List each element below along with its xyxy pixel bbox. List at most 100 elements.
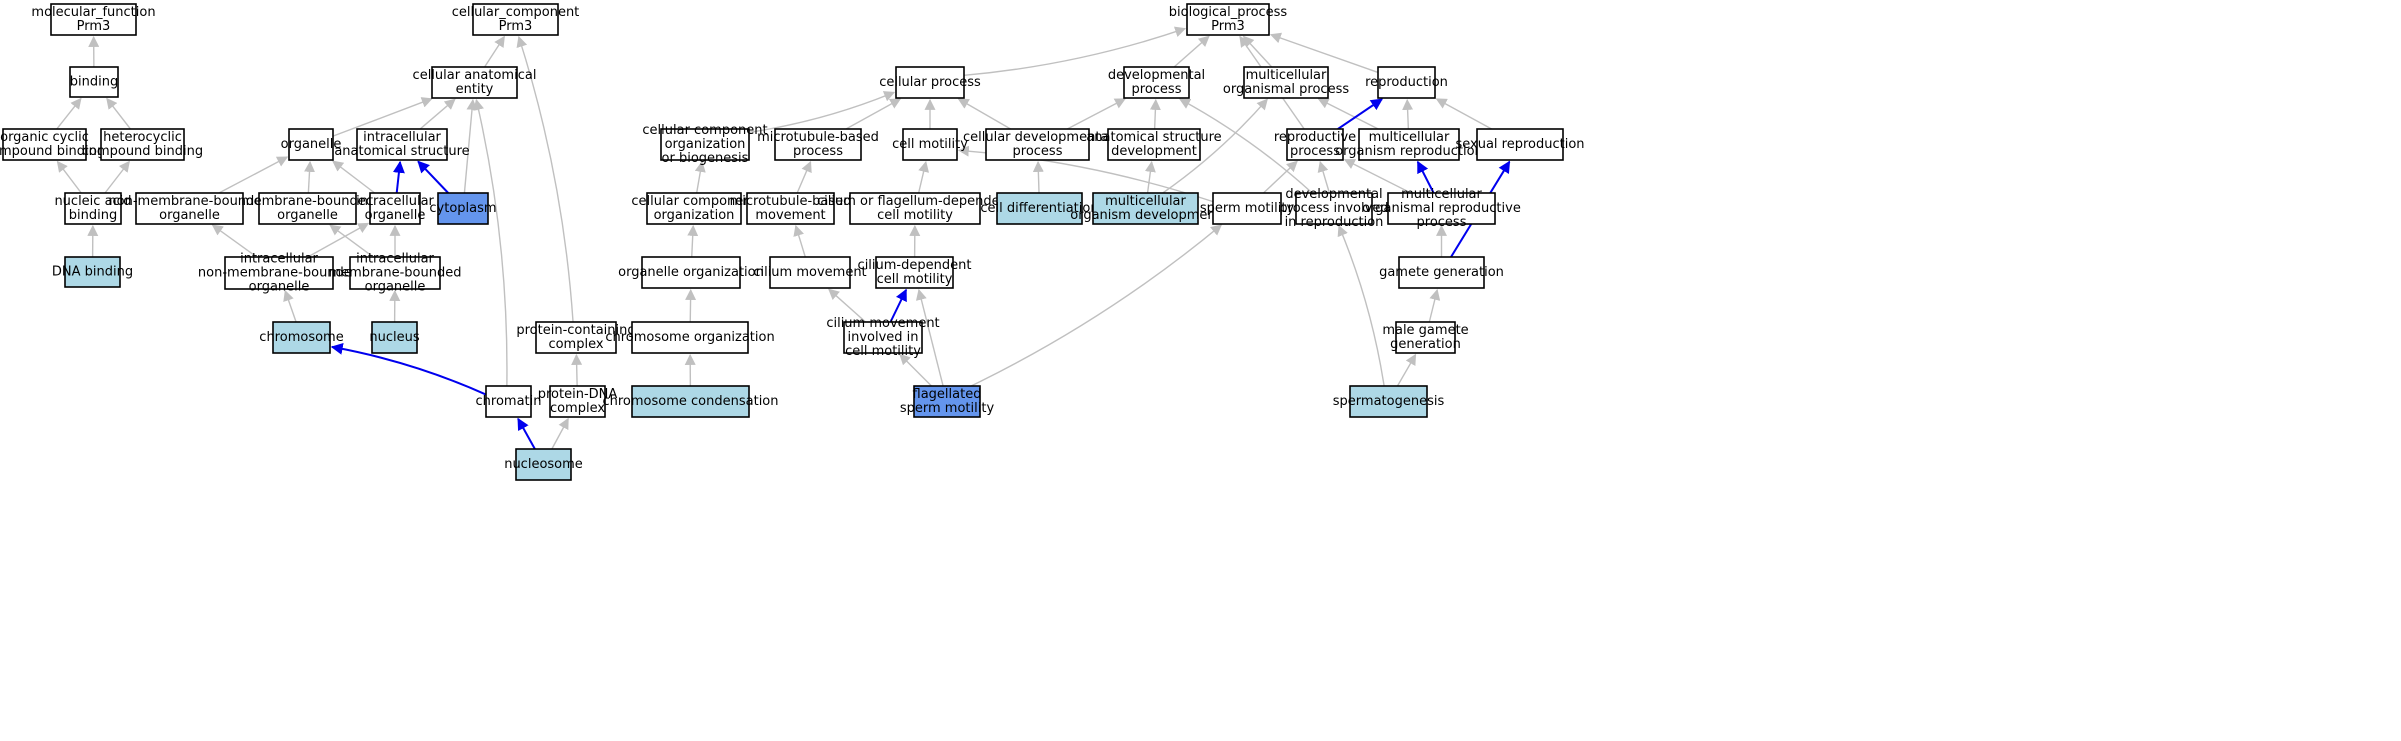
edge-io-to-ias: [392, 160, 405, 194]
edge-fsm-to-cmicm: [899, 353, 932, 387]
node-box: [843, 321, 923, 354]
node-chromosome: chromosome: [259, 321, 344, 354]
node-box: [100, 128, 185, 161]
node-label: compound binding: [0, 144, 105, 159]
node-label: movement: [755, 208, 825, 223]
node-box: [774, 128, 862, 161]
node-box: [1295, 192, 1373, 225]
node-box: [746, 192, 835, 225]
node-label: organization: [654, 208, 735, 223]
node-box: [631, 385, 750, 418]
edge-chromosome-to-inmbo: [283, 289, 297, 323]
node-label: complex: [550, 401, 605, 416]
node-box: [472, 3, 559, 36]
edge-layer: [56, 26, 1511, 450]
node-chromatin: chromatin: [476, 385, 542, 418]
edge-pcc-to-cc: [516, 35, 574, 323]
node-binding: binding: [69, 66, 119, 98]
node-box: [64, 256, 121, 288]
node-label: multicellular: [1105, 194, 1186, 209]
node-box: [224, 256, 334, 290]
node-label: organism development: [1070, 208, 1220, 223]
node-label: cell motility: [845, 344, 921, 359]
node-label: cell motility: [892, 137, 968, 152]
node-label: protein-DNA: [538, 387, 618, 402]
node-label: organism reproduction: [1335, 144, 1483, 159]
node-label: cilium or flagellum-dependent: [817, 194, 1013, 209]
edge-mod-to-mop: [1162, 98, 1268, 194]
node-label: Prm3: [1211, 19, 1245, 34]
edge-io-to-organelle: [332, 160, 376, 194]
node-label: membrane-bounded: [328, 266, 461, 281]
edge-nmbo-to-organelle: [218, 156, 289, 194]
node-box: [631, 321, 749, 354]
node-box: [646, 192, 742, 225]
node-label: process: [1132, 82, 1182, 97]
edge-asd-to-dp: [1149, 98, 1161, 130]
node-organelle: organelle: [281, 128, 341, 161]
node-label: compound binding: [82, 144, 203, 159]
node-box: [913, 385, 981, 418]
node-label: entity: [456, 82, 494, 97]
node-sm: sperm motility: [1200, 192, 1294, 225]
node-box: [431, 66, 518, 99]
node-cmov: cilium movement: [753, 256, 867, 289]
node-box: [485, 385, 532, 418]
edge-cytoplasm-to-ias: [417, 160, 449, 194]
node-label: development: [1111, 144, 1197, 159]
node-label: cilium-dependent: [858, 258, 972, 273]
node-box: [369, 192, 421, 225]
node-box: [371, 321, 418, 354]
node-box: [1286, 128, 1344, 161]
node-label: multicellular: [1369, 130, 1450, 145]
node-label: cellular_component: [452, 5, 580, 20]
edge-cmicm-to-cdcm: [889, 288, 908, 323]
node-label: gamete generation: [1379, 265, 1504, 280]
node-box: [549, 385, 606, 418]
node-label: cellular developmental: [963, 130, 1112, 145]
edge-cdp-to-dp: [1066, 98, 1126, 130]
edge-cytoplasm-to-cae: [463, 98, 478, 194]
node-label: binding: [70, 75, 118, 90]
edge-nab-to-ocb: [56, 160, 82, 194]
node-box: [895, 66, 965, 99]
node-label: multicellular: [1246, 68, 1327, 83]
node-label: or biogenesis: [662, 151, 749, 166]
edge-cae-to-cc: [484, 35, 505, 68]
node-label: Prm3: [77, 19, 111, 34]
edge-dp-to-bp: [1173, 35, 1210, 68]
node-box: [64, 192, 122, 225]
edge-sperm-to-mgg: [1396, 353, 1417, 387]
edge-pdna-to-pcc: [571, 353, 583, 387]
node-box: [50, 3, 137, 36]
node-label: intracellular: [240, 252, 318, 267]
node-label: reproductive: [1274, 130, 1356, 145]
node-label: anatomical structure: [1086, 130, 1221, 145]
node-box: [1358, 128, 1460, 161]
node-label: intracellular: [363, 130, 441, 145]
node-label: membrane-bounded: [241, 194, 374, 209]
node-label: Prm3: [499, 19, 533, 34]
edge-mor-to-repro: [1402, 98, 1414, 130]
node-box: [288, 128, 334, 161]
node-label: binding: [69, 208, 117, 223]
edge-rp-to-repro: [1337, 98, 1383, 130]
node-nucleosome: nucleosome: [504, 448, 583, 481]
node-label: nucleus: [369, 330, 419, 345]
node-box: [769, 256, 851, 289]
node-box: [1212, 192, 1282, 225]
node-box: [985, 128, 1090, 161]
node-label: chromatin: [476, 394, 542, 409]
